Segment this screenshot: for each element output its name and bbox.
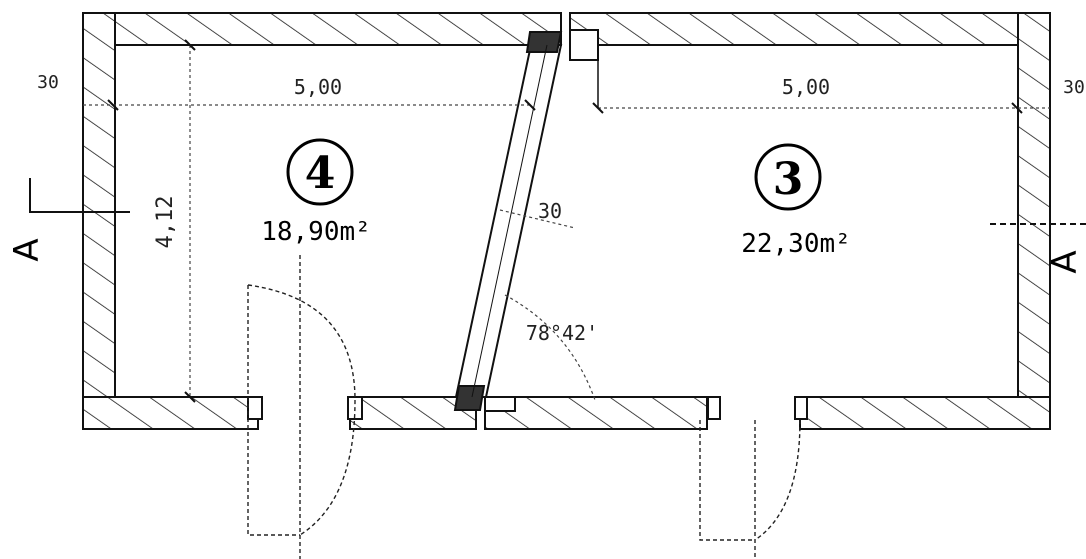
dimension-lines — [83, 45, 1050, 401]
dim-room4-width: 5,00 — [294, 75, 342, 99]
wall-left — [82, 12, 116, 430]
door-room-3 — [699, 419, 801, 559]
dim-room3-width: 5,00 — [782, 75, 830, 99]
section-label-right: A — [1045, 250, 1085, 273]
wall-bottom-right-b — [799, 396, 1051, 430]
section-label-left: A — [7, 238, 47, 261]
wall-right — [1017, 12, 1051, 430]
room-4-number-circle — [286, 138, 354, 206]
room-3-number-circle — [754, 143, 822, 211]
room-3-number: 3 — [773, 154, 804, 205]
wall-top-right — [569, 12, 1051, 46]
dim-left-wall: 30 — [37, 72, 59, 93]
room-4-label: 4 18,90m² — [261, 138, 371, 247]
wall-bottom-right-a — [484, 396, 708, 430]
room-3-label: 3 22,30m² — [741, 143, 851, 259]
dim-right-wall: 30 — [1063, 77, 1085, 98]
door-room-4 — [247, 255, 356, 559]
room-4-number: 4 — [305, 148, 336, 199]
dim-room4-depth: 4,12 — [153, 196, 178, 249]
section-marker-left — [29, 178, 130, 213]
room-3-area: 22,30m² — [741, 229, 851, 259]
room-4-area: 18,90m² — [261, 217, 371, 247]
dim-partition-angle: 78°42' — [526, 321, 598, 345]
wall-bottom-left-a — [82, 396, 259, 430]
walls — [82, 12, 1051, 430]
dim-partition-thickness: 30 — [538, 199, 562, 223]
partition-wall — [453, 31, 563, 411]
wall-top-left — [82, 12, 562, 46]
